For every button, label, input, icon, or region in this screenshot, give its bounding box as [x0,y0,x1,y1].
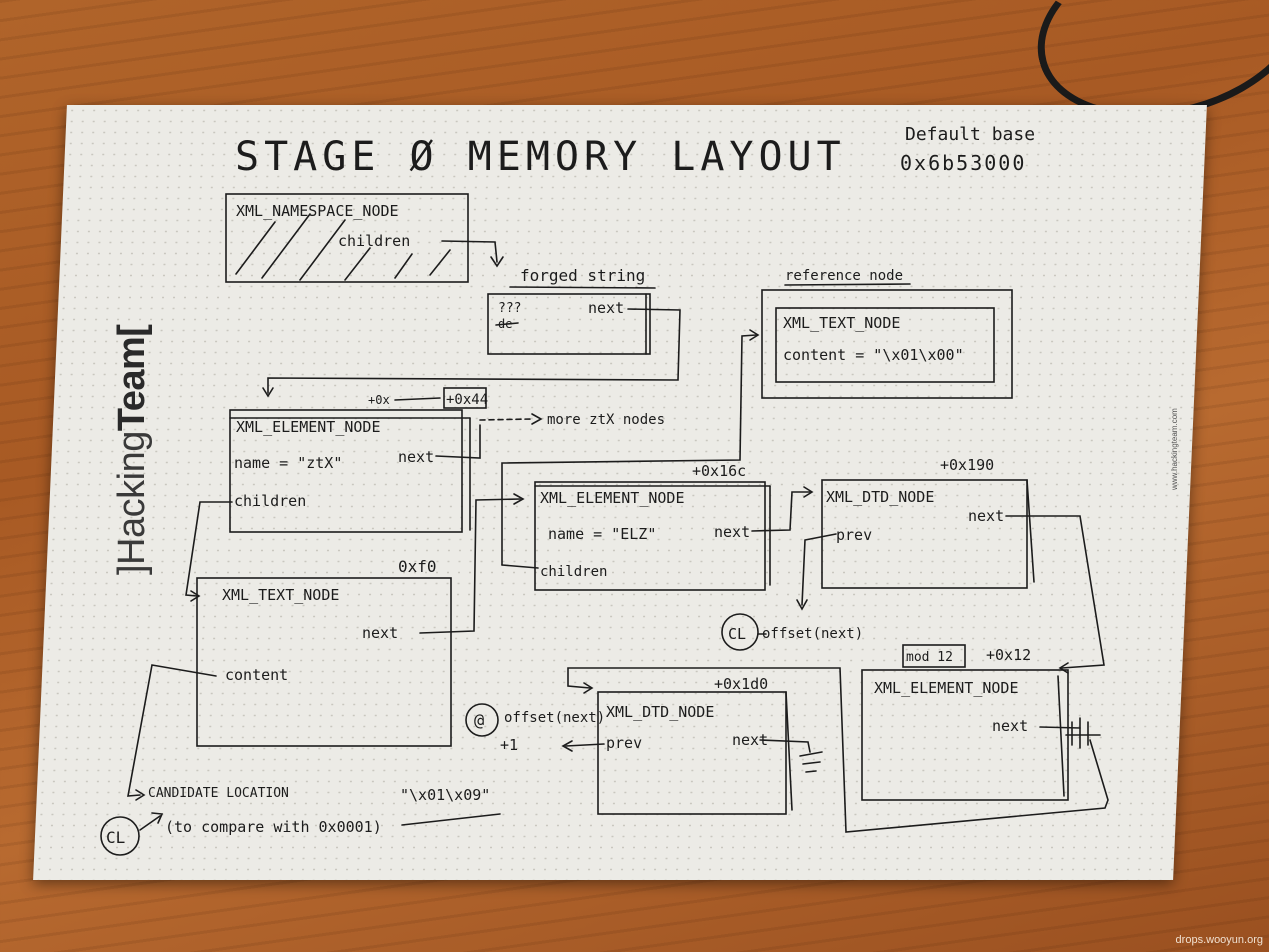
arrow-forged-elem1 [267,308,681,394]
elem2-name: name = "ELZ" [548,525,656,543]
base-label: Default base [905,124,1035,145]
elem3-mod: mod 12 [906,650,953,665]
forged-q: ??? [498,301,521,316]
ground-symbol-1 [1065,717,1101,749]
dtd2-offset: +0x1d0 [714,675,768,693]
namespace-children: children [338,232,410,250]
forged-next: next [588,299,624,317]
arrow-children-forged [441,240,498,263]
namespace-title: XML_NAMESPACE_NODE [236,202,399,220]
hackingteam-logo: ]HackingTeam[ [111,324,153,575]
namespace-node: XML_NAMESPACE_NODE children [225,193,469,283]
elem1-title: XML_ELEMENT_NODE [236,418,381,436]
more-ztx-label: more ztX nodes [547,412,665,428]
candidate-value: "\x01\x09" [400,786,490,804]
arrow-dtd2-prev [565,743,605,747]
arrow-dtd1-prev [801,533,837,606]
hackingteam-site: www.hackingteam.com [1170,408,1179,490]
arrow-elem2-children [501,564,539,569]
element-node-elz: +0x16c XML_ELEMENT_NODE name = "ELZ" nex… [534,462,771,591]
elem1-children: children [234,492,306,510]
arrow-ref-link [501,334,757,566]
text-offset: 0xf0 [398,557,437,576]
arrow-elem2-next [751,491,811,532]
elem1-name: name = "ztX" [234,454,342,472]
arrow-dtd1-next [1005,515,1105,669]
elem3-offset: +0x12 [986,646,1031,664]
dtd-node-1: +0x190 XML_DTD_NODE next prev [821,456,1035,589]
compare-note: (to compare with 0x0001) [165,818,382,836]
reference-content: content = "\x01\x00" [783,346,964,364]
arrow-more-ztx [479,418,533,421]
arrow-text-content [127,664,217,797]
forged-string-node: forged string ??? de next [487,266,656,355]
dtd-node-2: +0x1d0 XML_DTD_NODE prev next [597,675,793,815]
text-next: next [362,624,398,642]
svg-text:+0x: +0x [368,393,390,407]
arrow-cl-compare [139,815,161,831]
elem2-children: children [540,564,607,580]
arrow-dtd2-next [759,739,811,753]
at-symbol: @ [474,711,484,731]
reference-node: reference node XML_TEXT_NODE content = "… [761,268,1013,399]
element-node-ztx: +0x +0x44 XML_ELEMENT_NODE name = "ztX" … [229,387,488,533]
dtd2-next: next [732,731,768,749]
dtd2-title: XML_DTD_NODE [606,703,714,721]
arrow-elem1-next [435,424,481,459]
page-title: STAGE Ø MEMORY LAYOUT [235,134,846,180]
elem3-title: XML_ELEMENT_NODE [874,679,1019,697]
base-value: 0x6b53000 [900,151,1026,175]
dtd2-prev: prev [606,734,642,752]
reference-title: XML_TEXT_NODE [783,314,900,332]
arrow-loop-back [567,667,1109,833]
reference-label: reference node [785,268,903,284]
elem2-offset: +0x16c [692,462,746,480]
elem2-title: XML_ELEMENT_NODE [540,489,685,507]
elem2-next: next [714,523,750,541]
forged-label: forged string [520,266,645,285]
watermark: drops.wooyun.org [1175,934,1263,946]
dtd1-next: next [968,507,1004,525]
elem1-next: next [398,448,434,466]
dtd1-title: XML_DTD_NODE [826,488,934,506]
text-content: content [225,666,288,684]
element-node-mod12: mod 12 +0x12 XML_ELEMENT_NODE next [861,644,1069,801]
arrow-elem3-next [1039,726,1081,729]
text-title: XML_TEXT_NODE [222,586,339,604]
candidate-label: CANDIDATE LOCATION [148,786,289,801]
cl-symbol-1: CL [728,625,746,643]
arrow-text-next [419,498,521,634]
cl-symbol-2: CL [106,828,125,847]
at-offset-note: offset(next) [504,710,605,726]
plus-one-note: +1 [500,736,518,754]
cl-offset-note: offset(next) [762,626,863,642]
arrow-elem1-children [185,501,233,597]
text-node: 0xf0 XML_TEXT_NODE next content [196,557,452,747]
dtd1-prev: prev [836,526,872,544]
elem3-next: next [992,717,1028,735]
ground-symbol-2 [799,751,823,773]
dtd1-offset: +0x190 [940,456,994,474]
elem1-offset: +0x44 [446,392,488,408]
